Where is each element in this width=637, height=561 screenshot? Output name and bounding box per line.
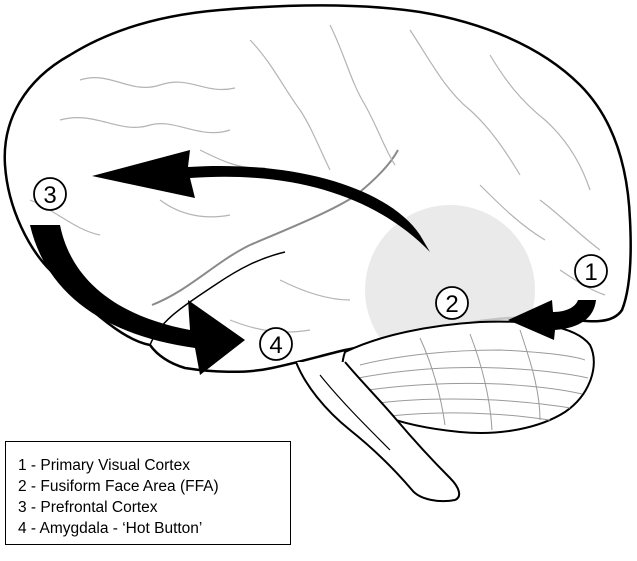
legend-item-primary-visual-cortex: 1 - Primary Visual Cortex (18, 455, 290, 476)
marker-1-label: 1 (584, 259, 597, 286)
legend-item-amygdala: 4 - Amygdala - ‘Hot Button’ (18, 518, 290, 539)
marker-3: 3 (34, 178, 66, 210)
legend-box: 1 - Primary Visual Cortex 2 - Fusiform F… (5, 441, 291, 545)
marker-4: 4 (260, 328, 292, 360)
marker-4-label: 4 (269, 332, 282, 359)
marker-1: 1 (575, 255, 607, 287)
legend-item-prefrontal-cortex: 3 - Prefrontal Cortex (18, 497, 290, 518)
marker-2-label: 2 (445, 291, 458, 318)
legend-item-fusiform-face-area: 2 - Fusiform Face Area (FFA) (18, 476, 290, 497)
marker-3-label: 3 (43, 182, 56, 209)
marker-2: 2 (436, 287, 468, 319)
